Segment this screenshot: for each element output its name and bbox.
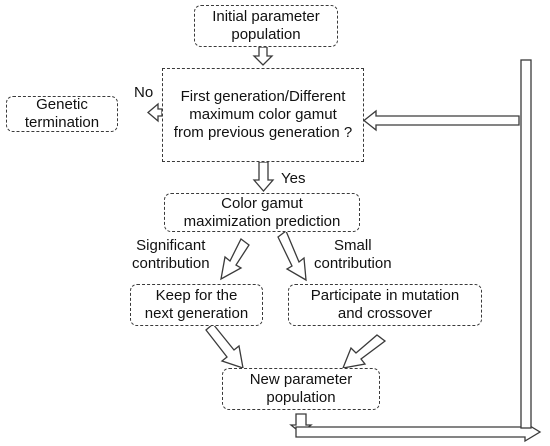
arrow-decision-to-termination [146,102,163,123]
node-mutation-crossover: Participate in mutation and crossover [288,284,482,326]
node-color-gamut-prediction: Color gamut maximization prediction [164,193,360,232]
node-initial-population: Initial parameter population [194,5,338,47]
node-keep-next-generation: Keep for the next generation [130,284,263,326]
arrow-prediction-to-keep [220,238,250,281]
node-new-parameter-population: New parameter population [222,368,380,410]
arrow-initial-to-decision [252,46,274,66]
arrow-decision-to-prediction [252,161,275,192]
arrow-loop-into-decision [362,109,520,132]
node-decision: First generation/Different maximum color… [162,68,364,162]
arrow-prediction-to-mutation [277,229,307,282]
arrow-loop-right [520,59,532,429]
label-small-contribution: Small contribution [314,237,392,272]
label-significant-contribution: Significant contribution [132,237,210,272]
node-genetic-termination: Genetic termination [6,96,118,132]
arrow-keep-to-new [205,323,244,369]
label-yes: Yes [281,170,306,187]
label-no: No [134,84,154,101]
arrow-mutation-to-new [341,334,387,369]
arrow-loop-bottom [295,421,542,443]
